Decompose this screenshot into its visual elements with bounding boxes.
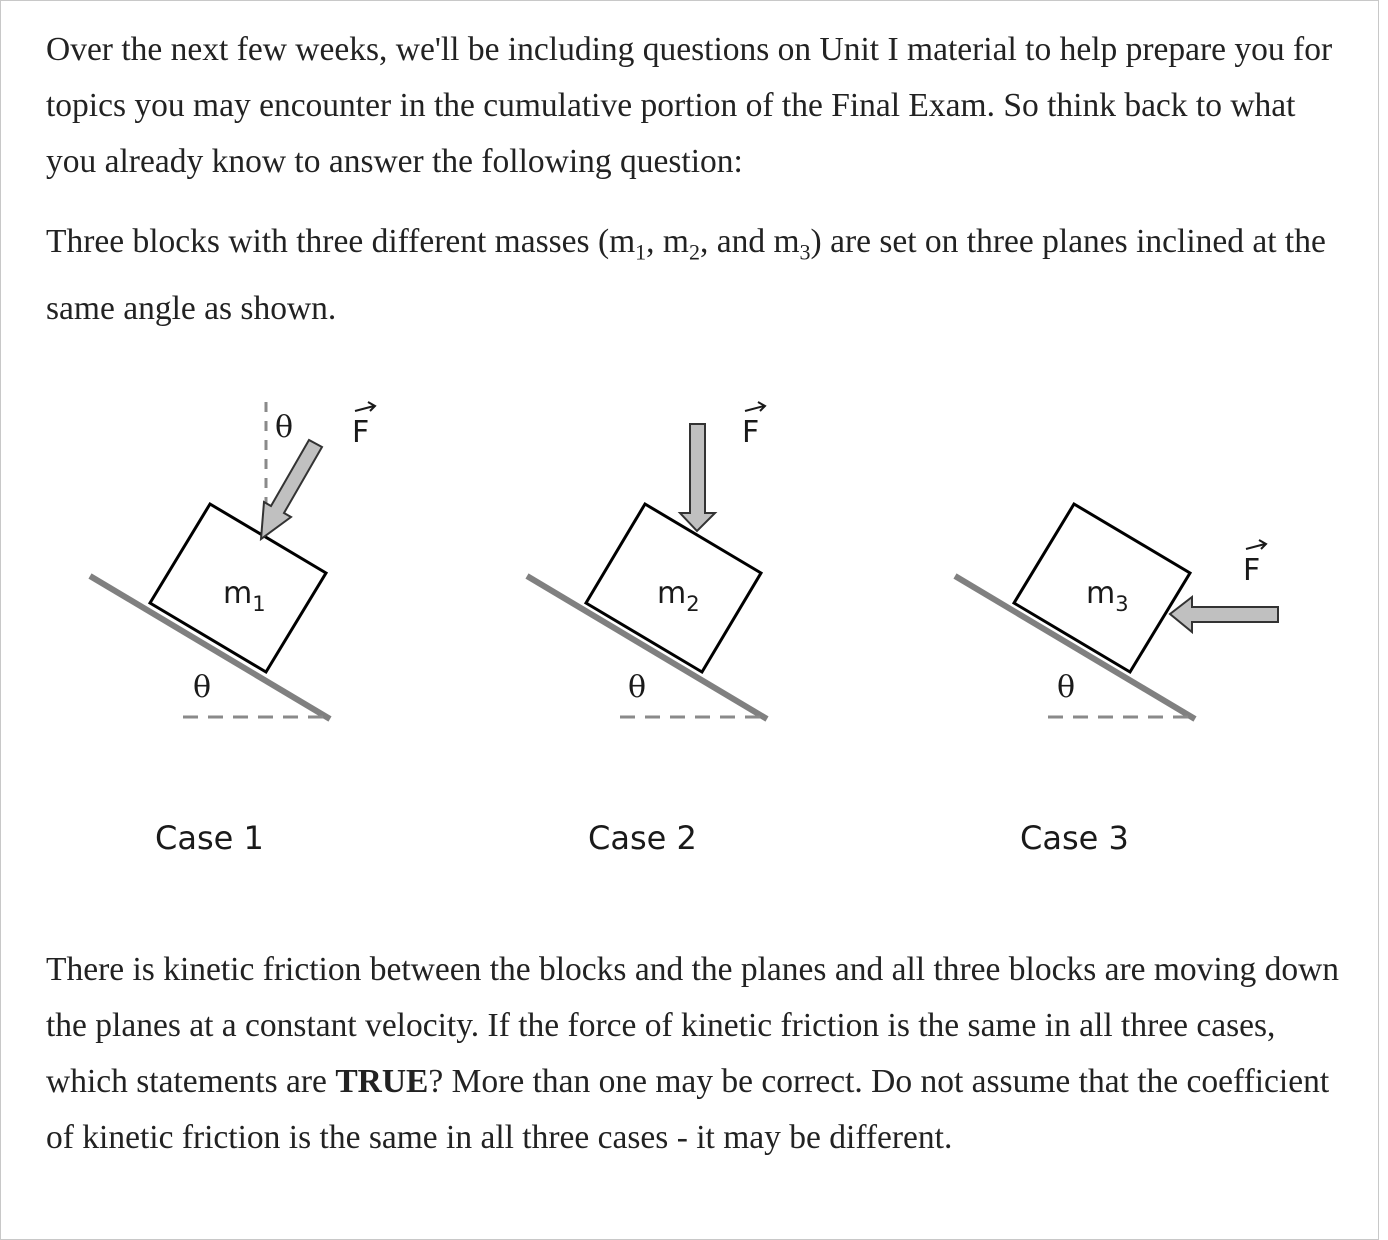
setup-sub-3: 3 [799, 239, 811, 265]
case-3-incline-angle-symbol: θ [1057, 670, 1075, 705]
case-2-figure: F m2 θ Case 2 [525, 401, 769, 857]
case-3-force-symbol: F [1243, 553, 1260, 588]
case-1-force-arrow [259, 438, 324, 542]
case-1-force-symbol: F [352, 415, 369, 450]
case-3-incline-plane [953, 573, 1197, 722]
case-2-mass-sub: 2 [686, 592, 699, 616]
case-3-label: Case 3 [1020, 819, 1129, 857]
case-3-block [1011, 501, 1193, 675]
case-2-force-arrow [677, 423, 718, 533]
case-1-label: Case 1 [155, 819, 264, 857]
setup-paragraph: Three blocks with three different masses… [46, 214, 1346, 337]
case-3-mass-sub: 3 [1115, 592, 1128, 616]
question-text-before: There is kinetic friction between the bl… [46, 951, 1340, 1100]
case-1-block [147, 501, 329, 675]
question-text-after: ? More than one may be correct. Do not a… [46, 1063, 1330, 1156]
case-2-mass-base: m [657, 576, 686, 611]
setup-sep-2: , and m [699, 223, 800, 260]
case-3-force-arrow [1168, 594, 1279, 635]
setup-text-after: ) are set on three planes inclined at th… [46, 223, 1326, 327]
intro-text: Over the next few weeks, we'll be includ… [46, 31, 1333, 180]
case-2-mass-label: m2 [657, 576, 700, 616]
case-2-block [583, 501, 764, 675]
case-1-vector-arrow-icon [354, 401, 377, 412]
case-3-mass-label: m3 [1086, 576, 1129, 616]
intro-paragraph: Over the next few weeks, we'll be includ… [46, 22, 1346, 190]
inclined-planes-diagram: θ F m1 θ Case 1 F m2 θ Case 2 F m3 θ Cas… [88, 401, 1279, 857]
case-1-figure: θ F m1 θ Case 1 [88, 401, 377, 857]
case-2-incline-angle-symbol: θ [628, 670, 646, 705]
case-1-mass-label: m1 [223, 576, 266, 616]
case-3-figure: F m3 θ Case 3 [953, 501, 1279, 857]
setup-sub-1: 1 [635, 239, 647, 265]
case-3-vector-arrow-icon [1245, 539, 1268, 550]
case-1-force-angle-symbol: θ [275, 410, 293, 445]
case-1-incline-plane [88, 573, 332, 722]
case-1-mass-sub: 1 [252, 592, 265, 616]
case-2-vector-arrow-icon [744, 401, 767, 412]
setup-sep-1: , m [646, 223, 689, 260]
case-3-mass-base: m [1086, 576, 1115, 611]
case-2-incline-plane [525, 573, 769, 722]
case-2-force-symbol: F [742, 415, 759, 450]
setup-sub-2: 2 [688, 239, 700, 265]
case-2-label: Case 2 [588, 819, 697, 857]
setup-text-before: Three blocks with three different masses… [46, 223, 636, 260]
case-1-incline-angle-symbol: θ [193, 670, 211, 705]
case-1-mass-base: m [223, 576, 252, 611]
question-paragraph: There is kinetic friction between the bl… [46, 942, 1346, 1166]
question-emphasis: TRUE [335, 1063, 429, 1100]
